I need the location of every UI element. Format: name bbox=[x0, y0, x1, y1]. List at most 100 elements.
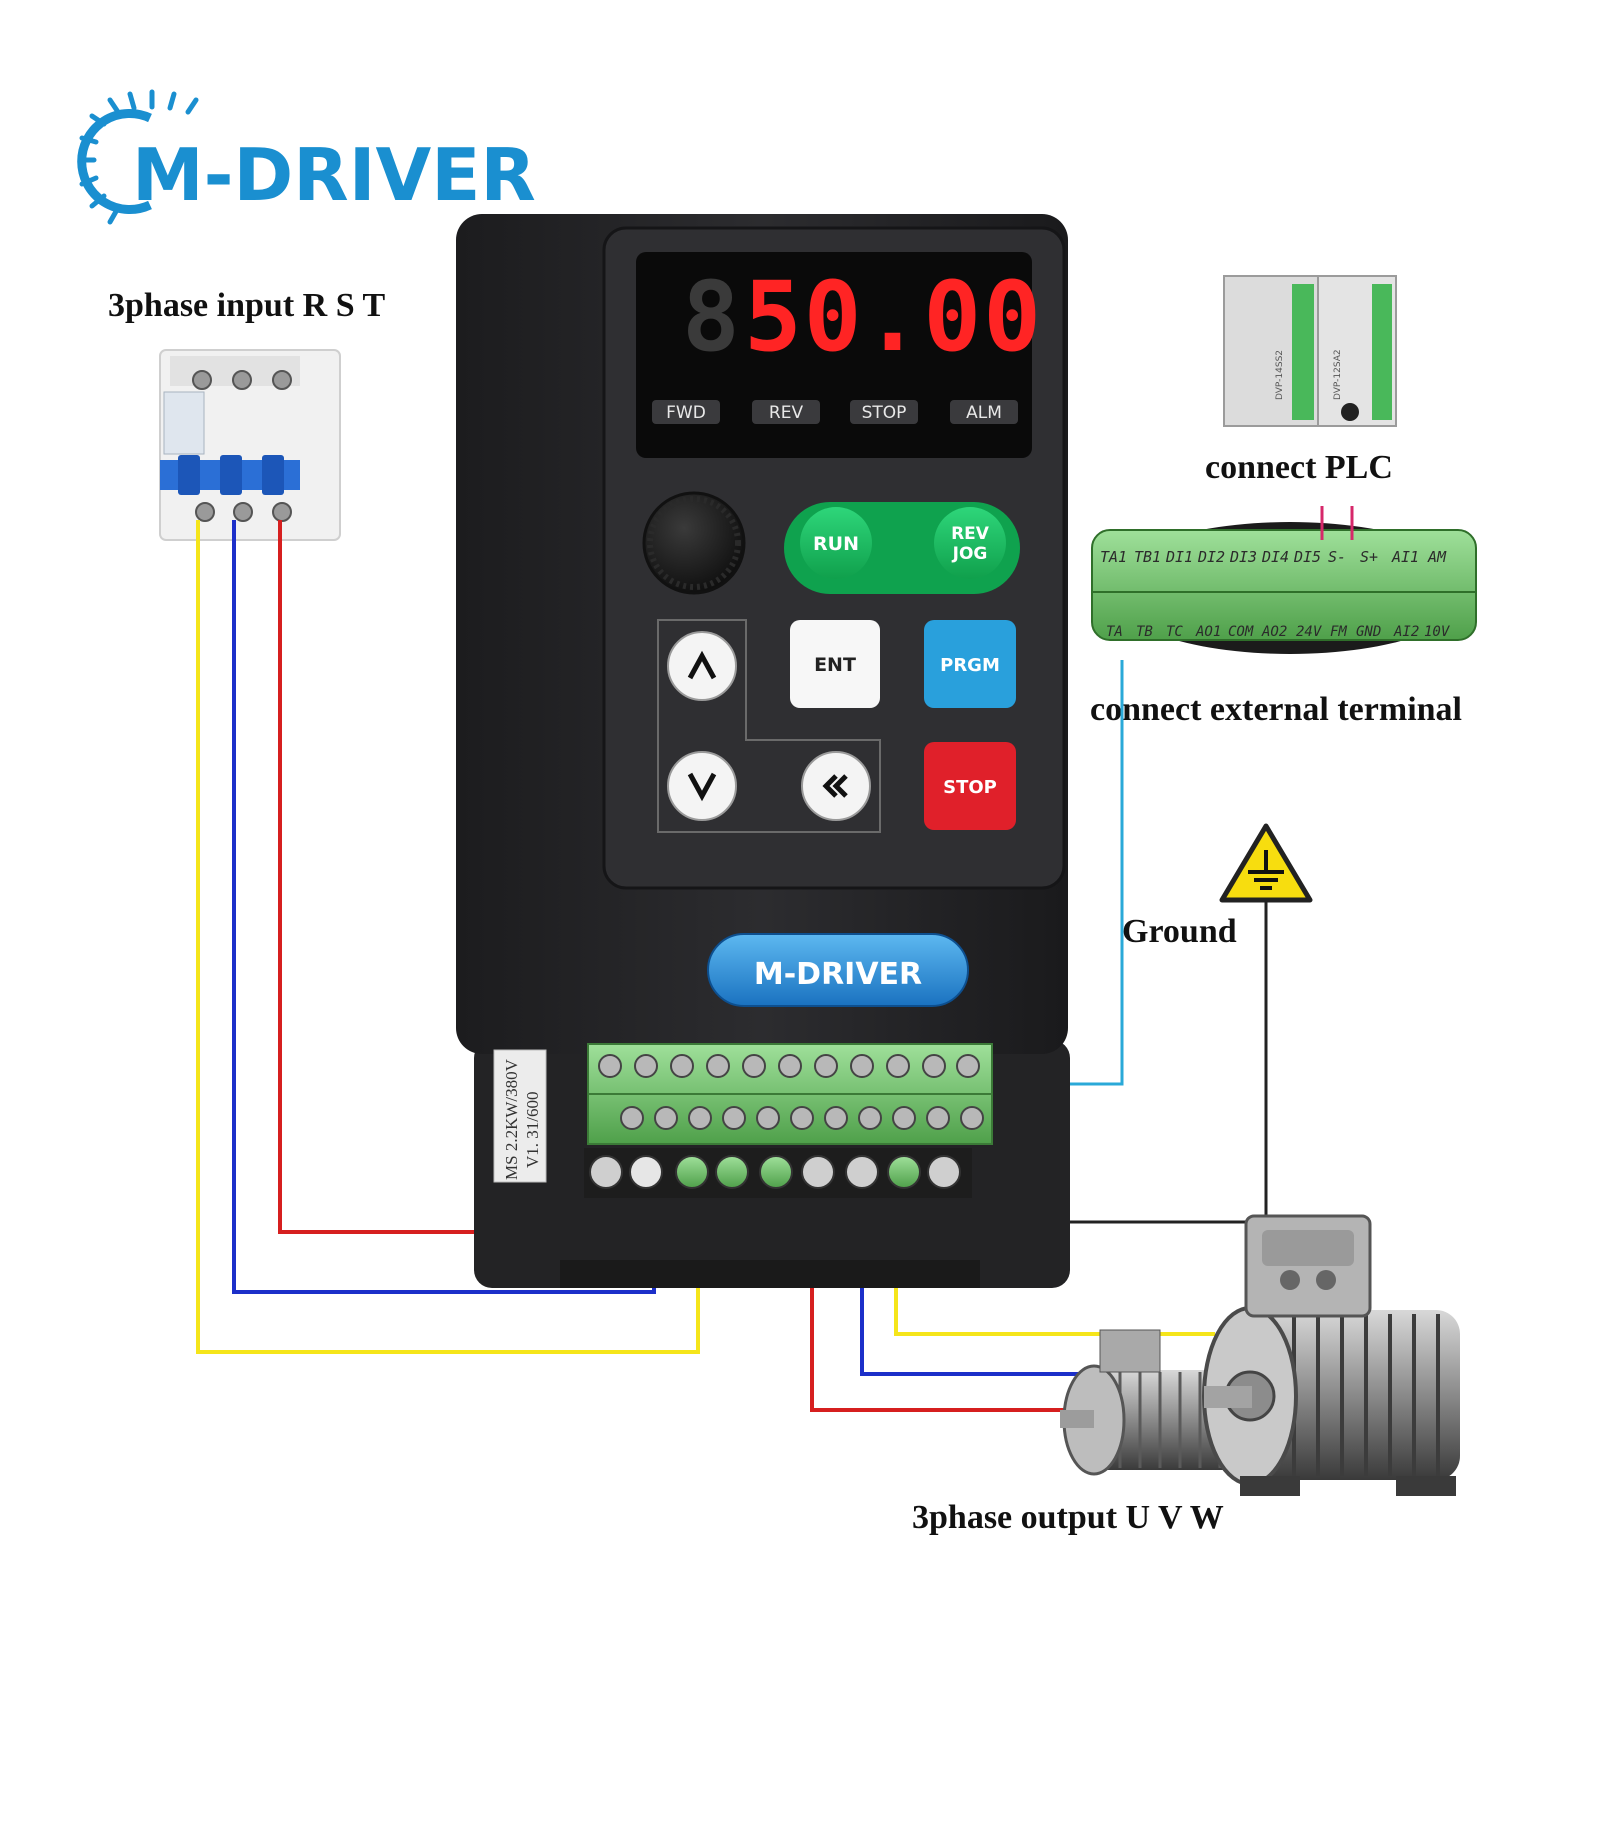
terminal-label-tb1: TB1 bbox=[1134, 548, 1161, 566]
terminal-label-ai2: AI2 bbox=[1393, 624, 1419, 640]
terminal-label-fm: FM bbox=[1330, 624, 1347, 640]
input-label: 3phase input R S T bbox=[108, 287, 385, 324]
terminal-label-s-plus: S+ bbox=[1360, 548, 1378, 566]
double-chevron-left-icon bbox=[822, 774, 848, 798]
run-button-label: RUN bbox=[813, 533, 859, 555]
up-button[interactable] bbox=[667, 631, 737, 701]
rev-jog-button[interactable] bbox=[934, 507, 1006, 579]
terminal-label-ta1: TA1 bbox=[1100, 548, 1127, 566]
plc-green-terminals bbox=[1292, 284, 1314, 420]
nav-key-outline bbox=[657, 619, 881, 833]
breaker-screw-icon bbox=[272, 502, 292, 522]
device-terminal-screws bbox=[598, 1054, 984, 1130]
plc-device: DVP-14SS2 DVP-12SA2 bbox=[1223, 275, 1397, 427]
terminal-label-ta: TA bbox=[1106, 624, 1123, 640]
breaker-body bbox=[159, 349, 341, 541]
ground-warning-sign bbox=[1219, 823, 1313, 903]
output-label: 3phase output U V W bbox=[912, 1499, 1224, 1536]
indicator-rev-label: REV bbox=[769, 403, 804, 423]
indicator-fwd-label: FWD bbox=[666, 403, 706, 423]
motor-foot bbox=[1396, 1476, 1456, 1496]
terminal-label-ai1: AI1 bbox=[1391, 548, 1419, 566]
breaker-screw-icon bbox=[195, 502, 215, 522]
terminal-label-com: COM bbox=[1228, 624, 1254, 640]
plc-label: connect PLC bbox=[1205, 449, 1393, 486]
small-motor-shaft bbox=[1060, 1410, 1094, 1428]
terminal-label-di1: DI1 bbox=[1165, 548, 1193, 566]
indicator-rev bbox=[752, 400, 820, 424]
circuit-breaker bbox=[159, 349, 341, 541]
breaker-toggle bbox=[178, 455, 200, 495]
nameplate-line1: MS 2.2KW/380V bbox=[502, 1058, 521, 1180]
terminal-label-di2: DI2 bbox=[1197, 548, 1225, 566]
speed-knob[interactable] bbox=[642, 491, 746, 595]
motor-foot bbox=[1240, 1476, 1300, 1496]
breaker-screw-icon bbox=[272, 370, 292, 390]
junction-box-lid bbox=[1262, 1230, 1354, 1266]
plc-model-right: DVP-12SA2 bbox=[1333, 349, 1343, 400]
inverter-device: 8 50.00 FWD REV STOP ALM RUN REV JOG bbox=[456, 214, 1070, 1288]
cable-gland-icon bbox=[1316, 1270, 1336, 1290]
nameplate bbox=[493, 1049, 547, 1183]
prgm-button[interactable] bbox=[924, 620, 1016, 708]
status-indicators: FWD REV STOP ALM bbox=[652, 400, 1018, 424]
terminal-label-s-minus: S- bbox=[1328, 548, 1346, 566]
stop-button-label: STOP bbox=[943, 777, 997, 798]
terminal-label: connect external terminal bbox=[1090, 691, 1462, 728]
breaker-toggle bbox=[220, 455, 242, 495]
ground-symbol-icon bbox=[1248, 850, 1284, 890]
ent-button[interactable] bbox=[790, 620, 880, 708]
stop-button[interactable] bbox=[924, 742, 1016, 830]
brand-badge-text: M-DRIVER bbox=[754, 957, 922, 992]
plc-green-terminals bbox=[1372, 284, 1392, 420]
terminal-label-di4: DI4 bbox=[1261, 548, 1289, 566]
indicator-fwd bbox=[652, 400, 720, 424]
display-readout: 50.00 bbox=[744, 261, 1043, 373]
terminal-label-tc: TC bbox=[1166, 624, 1183, 640]
breaker-spec-label bbox=[163, 391, 205, 455]
inactive-digit: 8 bbox=[682, 261, 740, 373]
indicator-alm bbox=[950, 400, 1018, 424]
inverter-base-notch bbox=[560, 1260, 980, 1288]
terminal-label-di3: DI3 bbox=[1229, 548, 1257, 566]
terminal-label-ao1: AO1 bbox=[1195, 624, 1221, 640]
small-motor-junction-box bbox=[1099, 1329, 1161, 1373]
plc-port-icon bbox=[1341, 403, 1359, 421]
breaker-toggle bbox=[262, 455, 284, 495]
down-button[interactable] bbox=[667, 751, 737, 821]
rev-button-label: REV bbox=[951, 524, 990, 544]
large-motor-shaft bbox=[1204, 1386, 1252, 1408]
run-button[interactable] bbox=[800, 507, 872, 579]
brand-logo-text: M-DRIVER bbox=[132, 133, 536, 217]
indicator-stop-label: STOP bbox=[862, 403, 907, 423]
led-display bbox=[636, 252, 1032, 458]
nameplate-line2: V1. 31/600 bbox=[523, 1092, 542, 1169]
prgm-button-label: PRGM bbox=[940, 655, 1000, 676]
terminal-label-24v: 24V bbox=[1296, 624, 1323, 640]
terminal-label-di5: DI5 bbox=[1293, 548, 1321, 566]
indicator-alm-label: ALM bbox=[966, 403, 1002, 423]
arrow-up-icon bbox=[687, 650, 717, 680]
terminal-strip-body bbox=[1091, 529, 1477, 641]
ent-button-label: ENT bbox=[814, 654, 856, 676]
external-terminal-strip: TA1 TB1 DI1 DI2 DI3 DI4 DI5 S- S+ AI1 AM… bbox=[1091, 506, 1477, 654]
plc-model-left: DVP-14SS2 bbox=[1275, 350, 1285, 400]
terminal-label-am: AM bbox=[1427, 548, 1447, 566]
terminal-label-tb: TB bbox=[1136, 624, 1153, 640]
jog-button-label: JOG bbox=[952, 544, 988, 564]
breaker-screw-icon bbox=[192, 370, 212, 390]
brand-logo: M-DRIVER bbox=[77, 89, 536, 225]
cable-gland-icon bbox=[1280, 1270, 1300, 1290]
brand-badge bbox=[707, 933, 969, 1007]
ground-label: Ground bbox=[1122, 913, 1237, 950]
terminal-label-10v: 10V bbox=[1424, 624, 1451, 640]
breaker-screw-icon bbox=[232, 370, 252, 390]
motor-assembly bbox=[1060, 1214, 1460, 1496]
knob-grip bbox=[647, 496, 741, 590]
breaker-screw-icon bbox=[233, 502, 253, 522]
logo-arc bbox=[77, 109, 152, 214]
arrow-down-icon bbox=[687, 772, 717, 802]
terminal-label-gnd: GND bbox=[1356, 624, 1381, 640]
power-terminal-screws bbox=[589, 1155, 961, 1189]
